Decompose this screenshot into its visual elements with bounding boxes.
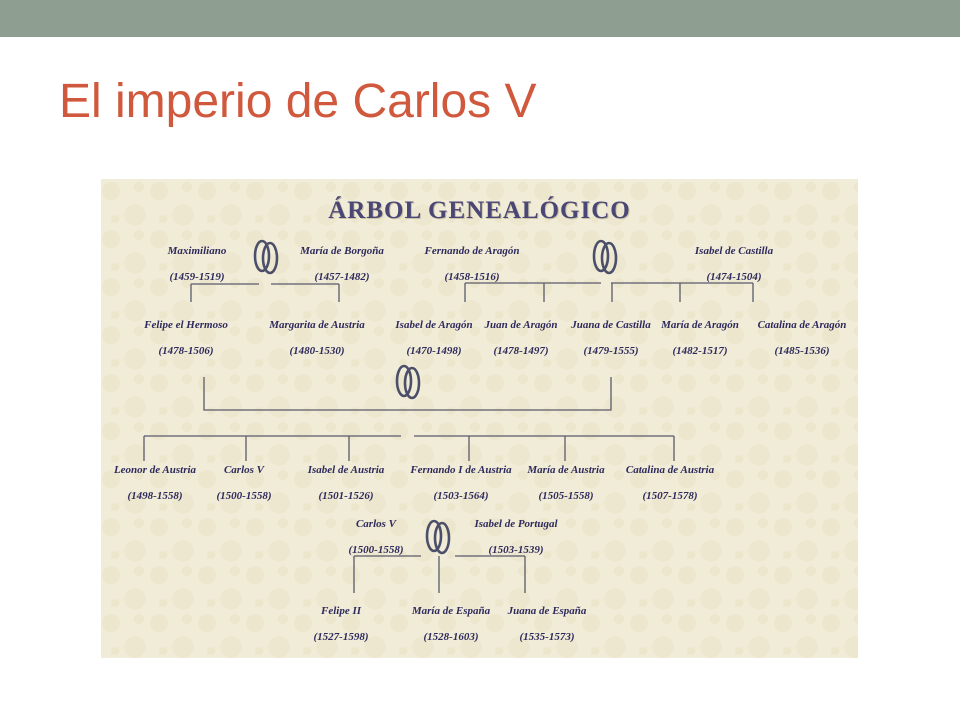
parchment-background: [101, 179, 858, 658]
person-name: Leonor de Austria: [113, 464, 197, 476]
person-years: (1470-1498): [406, 345, 462, 357]
person-maria-de-aragon: María de Aragón (1482-1517): [661, 319, 739, 358]
person-name: Felipe el Hermoso: [144, 319, 228, 331]
person-years: (1480-1530): [289, 345, 345, 357]
family-tree-lines: [101, 179, 858, 658]
wedding-rings-icons: [253, 239, 618, 555]
person-name: Catalina de Aragón: [757, 319, 847, 331]
person-name: Fernando I de Austria: [410, 464, 512, 476]
person-years: (1474-1504): [706, 271, 762, 283]
family-tree-image: ÁRBOL GENEALÓGICO Maximiliano (1459-1519…: [101, 179, 858, 658]
person-name: Carlos V: [223, 464, 265, 476]
person-name: Isabel de Aragón: [395, 319, 473, 331]
person-isabel-de-aragon: Isabel de Aragón (1470-1498): [395, 319, 472, 358]
person-name: Catalina de Austria: [625, 464, 715, 476]
person-margarita-de-austria: Margarita de Austria (1480-1530): [269, 319, 365, 358]
tree-title: ÁRBOL GENEALÓGICO: [328, 197, 631, 224]
slide-title: El imperio de Carlos V: [59, 75, 537, 128]
person-name: María de Aragón: [661, 319, 739, 331]
person-felipe-ii: Felipe II (1527-1598): [314, 605, 369, 644]
person-years: (1505-1558): [538, 490, 594, 502]
person-maria-de-espana: María de España (1528-1603): [412, 605, 490, 644]
person-felipe-el-hermoso: Felipe el Hermoso (1478-1506): [144, 319, 228, 358]
person-years: (1535-1573): [519, 631, 575, 643]
person-name: María de Austria: [527, 464, 605, 476]
person-years: (1500-1558): [348, 544, 404, 556]
person-fernando-i-de-austria: Fernando I de Austria (1503-1564): [410, 464, 511, 503]
rings-icon-fernando-isabel: [592, 239, 618, 275]
person-name: Juan de Aragón: [484, 319, 558, 331]
person-isabel-de-austria: Isabel de Austria (1501-1526): [308, 464, 385, 503]
person-years: (1458-1516): [444, 271, 500, 283]
person-juana-de-castilla: Juana de Castilla (1479-1555): [571, 319, 650, 358]
person-name: Isabel de Austria: [307, 464, 385, 476]
person-years: (1503-1539): [488, 544, 544, 556]
person-catalina-de-aragon: Catalina de Aragón (1485-1536): [758, 319, 847, 358]
rings-icon-maximiliano-maria: [253, 239, 279, 275]
person-name: Maximiliano: [167, 245, 227, 257]
person-years: (1500-1558): [216, 490, 272, 502]
person-name: Fernando de Aragón: [424, 245, 520, 257]
person-isabel-de-castilla: Isabel de Castilla (1474-1504): [695, 245, 773, 284]
top-accent-bar: [0, 0, 960, 37]
rings-icon-carlos-isabel: [425, 519, 451, 555]
person-years: (1457-1482): [314, 271, 370, 283]
person-name: Juana de España: [507, 605, 587, 617]
person-carlos-v-spouse-line: Carlos V (1500-1558): [349, 518, 404, 557]
person-years: (1459-1519): [169, 271, 225, 283]
person-name: María de Borgoña: [300, 245, 384, 257]
person-name: Felipe II: [320, 605, 362, 617]
person-name: Juana de Castilla: [571, 319, 651, 331]
person-years: (1501-1526): [318, 490, 374, 502]
person-years: (1482-1517): [672, 345, 728, 357]
person-years: (1528-1603): [423, 631, 479, 643]
person-years: (1507-1578): [642, 490, 698, 502]
person-years: (1478-1506): [158, 345, 214, 357]
person-maximiliano: Maximiliano (1459-1519): [168, 245, 227, 284]
person-years: (1479-1555): [583, 345, 639, 357]
person-fernando-de-aragon: Fernando de Aragón (1458-1516): [425, 245, 520, 284]
person-carlos-v: Carlos V (1500-1558): [217, 464, 272, 503]
person-maria-de-borgona: María de Borgoña (1457-1482): [300, 245, 384, 284]
person-maria-de-austria: María de Austria (1505-1558): [527, 464, 604, 503]
person-years: (1485-1536): [774, 345, 830, 357]
person-isabel-de-portugal: Isabel de Portugal (1503-1539): [474, 518, 557, 557]
person-years: (1527-1598): [313, 631, 369, 643]
person-name: María de España: [411, 605, 491, 617]
rings-icon-felipe-juana: [395, 364, 421, 400]
person-years: (1503-1564): [433, 490, 489, 502]
person-name: Carlos V: [355, 518, 397, 530]
person-name: Isabel de Portugal: [474, 518, 558, 530]
person-juana-de-espana: Juana de España (1535-1573): [508, 605, 587, 644]
person-years: (1478-1497): [493, 345, 549, 357]
person-catalina-de-austria: Catalina de Austria (1507-1578): [626, 464, 714, 503]
person-juan-de-aragon: Juan de Aragón (1478-1497): [485, 319, 558, 358]
person-years: (1498-1558): [127, 490, 183, 502]
person-name: Margarita de Austria: [269, 319, 365, 331]
person-name: Isabel de Castilla: [694, 245, 774, 257]
person-leonor-de-austria: Leonor de Austria (1498-1558): [114, 464, 196, 503]
